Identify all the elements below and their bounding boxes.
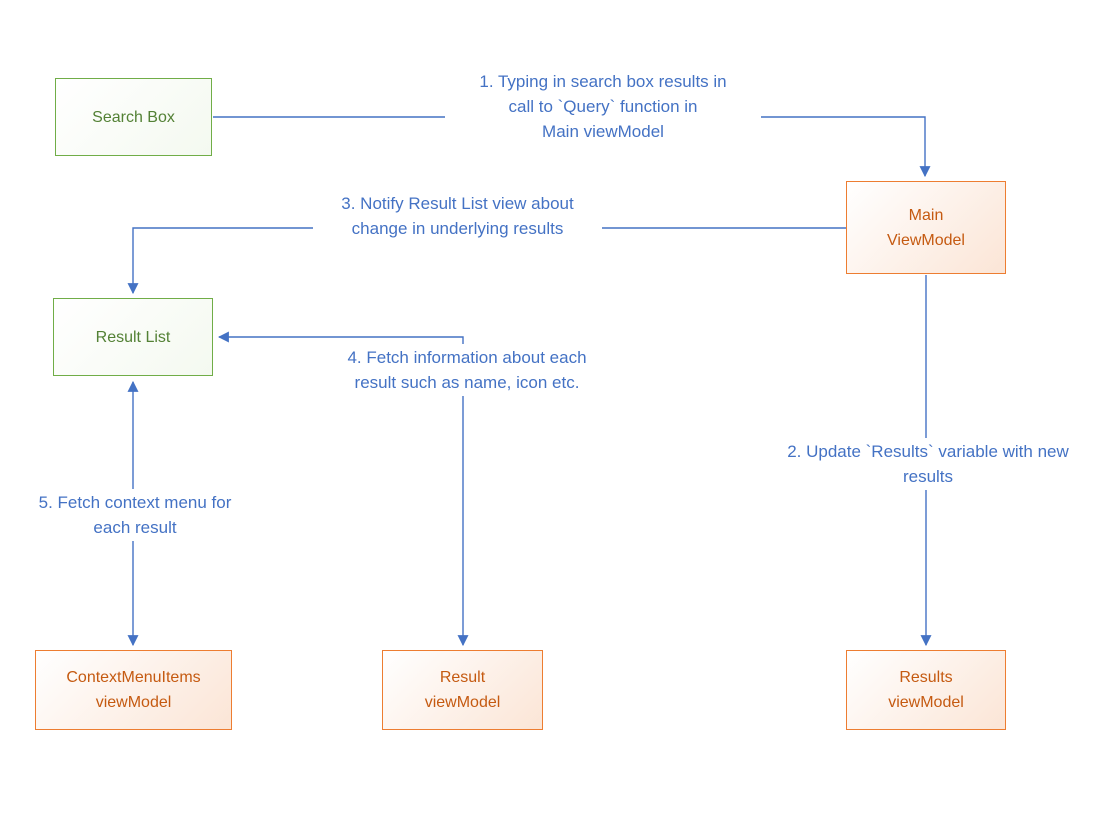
result-viewmodel-label-line2: viewModel (424, 694, 501, 711)
step5-annotation: 5. Fetch context menu for each result (20, 489, 250, 541)
step2-line1: 2. Update `Results` variable with new (787, 442, 1069, 461)
contextmenuitems-label-line2: viewModel (95, 694, 172, 711)
contextmenuitems-viewmodel-node: ContextMenuItems viewModel (35, 650, 232, 730)
search-box-label: Search Box (92, 108, 175, 126)
result-viewmodel-label-line1: Result (439, 669, 486, 686)
results-viewmodel-label-line2: viewModel (888, 694, 964, 711)
result-list-label: Result List (95, 328, 171, 346)
result-list-node: Result List (53, 298, 213, 376)
step1-line2: call to `Query` function in (508, 97, 698, 116)
results-viewmodel-label-line1: Results (899, 669, 953, 686)
results-viewmodel-node: Results viewModel (846, 650, 1006, 730)
step1-annotation: 1. Typing in search box results in call … (445, 68, 761, 145)
main-viewmodel-label-line1: Main (908, 206, 944, 224)
connector-step3-mainviewmodel-to-resultlist (127, 227, 846, 295)
main-viewmodel-node: Main ViewModel (846, 181, 1006, 274)
step2-annotation: 2. Update `Results` variable with new re… (760, 438, 1096, 490)
step4-line1: 4. Fetch information about each (347, 348, 587, 367)
step5-line1: 5. Fetch context menu for (38, 493, 232, 512)
step3-line2: change in underlying results (351, 219, 564, 238)
contextmenuitems-label-line1: ContextMenuItems (66, 669, 201, 686)
step1-line1: 1. Typing in search box results in (479, 72, 727, 91)
step5-line2: each result (93, 518, 177, 537)
search-box-node: Search Box (55, 78, 212, 156)
step4-line2: result such as name, icon etc. (354, 373, 580, 392)
step4-annotation: 4. Fetch information about each result s… (312, 344, 622, 396)
step1-line3: Main viewModel (542, 122, 664, 141)
step3-annotation: 3. Notify Result List view about change … (313, 190, 602, 242)
step3-line1: 3. Notify Result List view about (341, 194, 574, 213)
result-viewmodel-node: Result viewModel (382, 650, 543, 730)
step2-line2: results (902, 467, 954, 486)
connector-step4-resultlist-resultviewmodel (217, 331, 469, 647)
main-viewmodel-label-line2: ViewModel (887, 231, 965, 249)
